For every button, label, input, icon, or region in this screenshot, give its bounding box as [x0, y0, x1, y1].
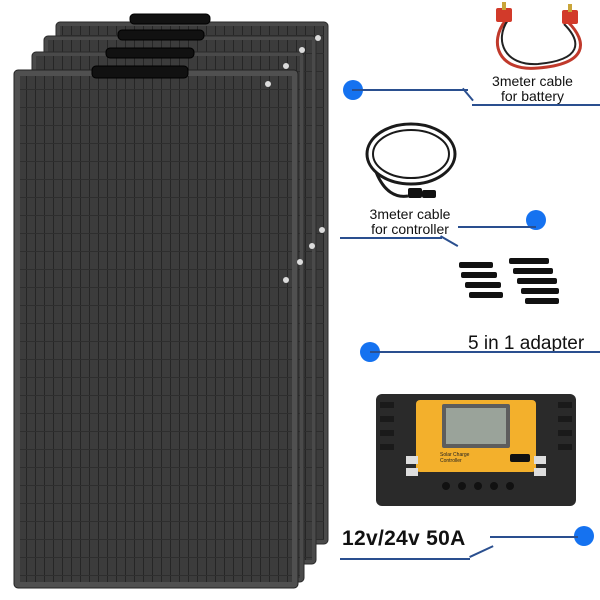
callout-line [490, 536, 578, 538]
controller-name-line1: Solar Charge [440, 452, 470, 458]
callout-line [340, 237, 442, 239]
controller-cable-label-line2: for controller [371, 221, 449, 237]
solar-panel-front [13, 69, 299, 589]
callout-line [352, 89, 468, 91]
callout-line [472, 104, 600, 106]
junction-box-icon [91, 13, 211, 79]
controller-name-line2: Controller [440, 458, 462, 464]
battery-cable-label: 3meter cable for battery [470, 74, 595, 104]
controller-cable-icon [365, 122, 457, 198]
controller-name-label: Solar Charge Controller [440, 452, 469, 464]
controller-cable-label: 3meter cable for controller [355, 207, 465, 237]
callout-line [340, 558, 470, 560]
adapter-label: 5 in 1 adapter [468, 333, 585, 354]
battery-cable-label-line2: for battery [500, 88, 565, 104]
callout-line [370, 351, 600, 353]
charge-controller-image: Solar Charge Controller [376, 392, 576, 508]
battery-cable-label-line1: 3meter cable [492, 73, 573, 89]
adapter-connector-icon [459, 258, 559, 304]
controller-spec-label: 12v/24v 50A [342, 527, 466, 550]
callout-dot [526, 210, 546, 230]
solar-panels-image [13, 13, 329, 589]
callout-dot [574, 526, 594, 546]
callout-line [458, 226, 536, 228]
callout-line [469, 545, 494, 558]
callout-line [440, 235, 459, 247]
charge-controller-body-icon [376, 394, 576, 506]
controller-cable-label-line1: 3meter cable [369, 206, 451, 222]
battery-cable-icon [496, 2, 582, 70]
